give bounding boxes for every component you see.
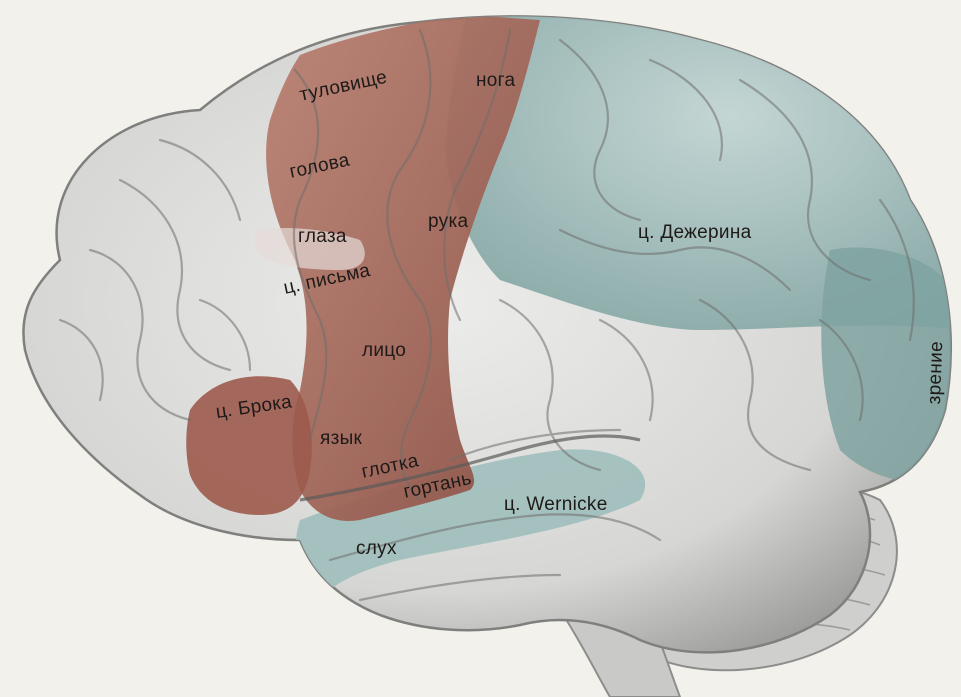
label-wernicke-center: ц. Wernicke bbox=[504, 494, 608, 516]
label-leg: нога bbox=[476, 70, 515, 92]
label-hearing: слух bbox=[356, 538, 397, 560]
label-dejerine-center: ц. Дежерина bbox=[638, 222, 751, 244]
label-arm: рука bbox=[428, 211, 468, 233]
label-tongue: язык bbox=[320, 428, 362, 450]
label-vision: зрение bbox=[924, 341, 948, 405]
label-eyes: глаза bbox=[298, 226, 347, 248]
label-face: лицо bbox=[362, 340, 406, 362]
